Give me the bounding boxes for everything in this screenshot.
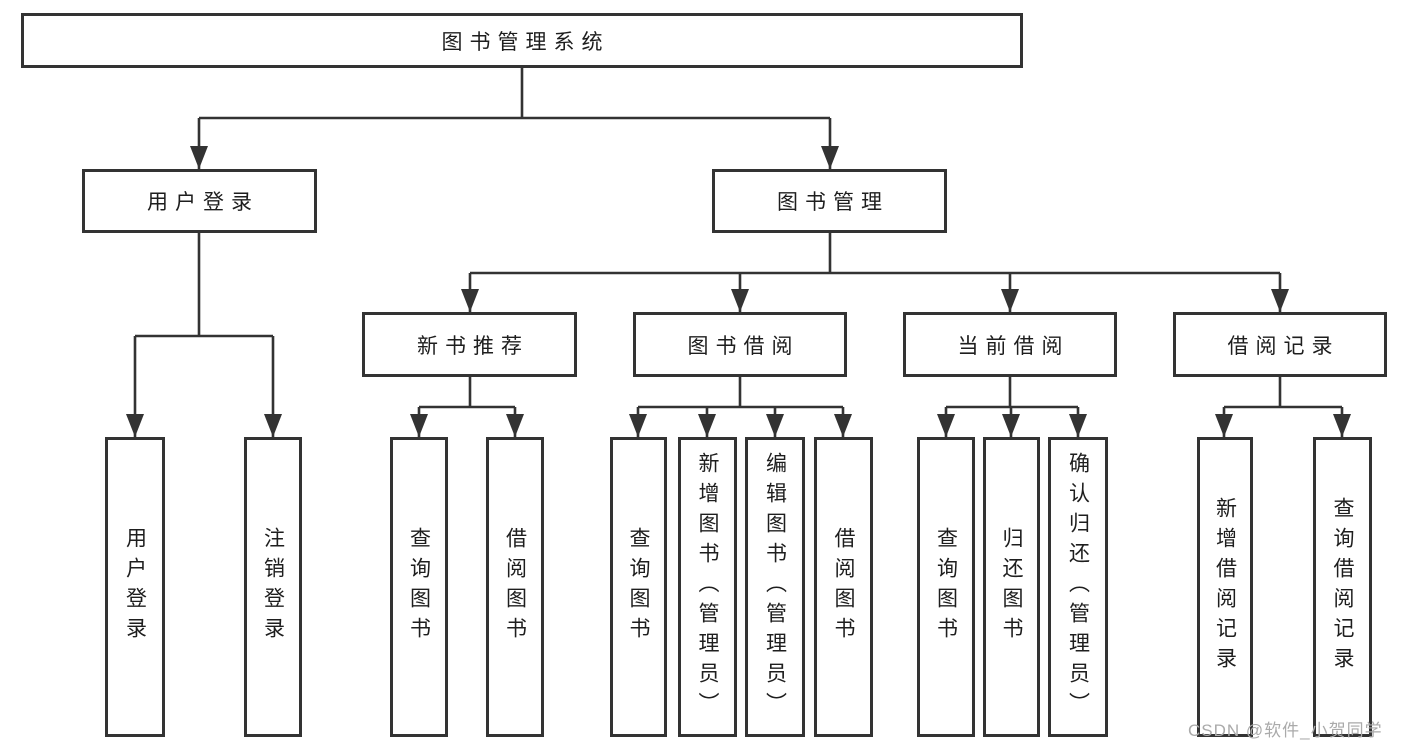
- node-label: 借阅图书: [832, 527, 855, 647]
- leaf-recommend-borrow-books: 借阅图书: [486, 437, 544, 737]
- leaf-user-login: 用户登录: [105, 437, 165, 737]
- leaf-current-confirm-return-admin: 确认归还（管理员）: [1048, 437, 1108, 737]
- node-label: 注销登录: [261, 527, 285, 647]
- node-library-system: 图书管理系统: [21, 13, 1023, 68]
- node-label: 归还图书: [1000, 527, 1023, 647]
- node-label: 用户登录: [147, 191, 259, 214]
- node-label: 查询图书: [934, 527, 958, 647]
- leaf-borrowing-edit-books-admin: 编辑图书（管理员）: [745, 437, 805, 737]
- node-label: 借阅记录: [1227, 334, 1340, 358]
- node-label: 新增图书（管理员）: [696, 452, 719, 722]
- node-label: 借阅图书: [503, 527, 527, 647]
- node-label: 查询图书: [407, 527, 431, 647]
- node-book-management: 图书管理: [712, 169, 947, 233]
- leaf-recommend-query-books: 查询图书: [390, 437, 448, 737]
- node-label: 图书借阅: [687, 334, 800, 358]
- leaf-borrowing-add-books-admin: 新增图书（管理员）: [678, 437, 737, 737]
- leaf-current-query-books: 查询图书: [917, 437, 975, 737]
- node-current-borrowing: 当前借阅: [903, 312, 1117, 377]
- node-label: 编辑图书（管理员）: [763, 452, 787, 722]
- node-label: 查询图书: [627, 527, 650, 647]
- leaf-records-add-record: 新增借阅记录: [1197, 437, 1253, 737]
- leaf-logout: 注销登录: [244, 437, 302, 737]
- leaf-borrowing-query-books: 查询图书: [610, 437, 667, 737]
- node-new-book-recommendation: 新书推荐: [362, 312, 577, 377]
- node-book-borrowing: 图书借阅: [633, 312, 847, 377]
- node-user-login: 用户登录: [82, 169, 317, 233]
- leaf-borrowing-borrow-books: 借阅图书: [814, 437, 873, 737]
- node-borrowing-records: 借阅记录: [1173, 312, 1387, 377]
- leaf-current-return-books: 归还图书: [983, 437, 1040, 737]
- node-label: 新书推荐: [417, 334, 529, 358]
- csdn-watermark: CSDN @软件_小贺同学: [1188, 721, 1383, 740]
- node-label: 当前借阅: [957, 334, 1070, 358]
- node-label: 新增借阅记录: [1213, 497, 1237, 677]
- node-label: 图书管理系统: [441, 30, 610, 54]
- leaf-records-query-record: 查询借阅记录: [1313, 437, 1372, 737]
- node-label: 确认归还（管理员）: [1066, 452, 1090, 722]
- node-label: 图书管理: [777, 191, 889, 214]
- node-label: 查询借阅记录: [1331, 497, 1354, 677]
- node-label: 用户登录: [123, 527, 147, 647]
